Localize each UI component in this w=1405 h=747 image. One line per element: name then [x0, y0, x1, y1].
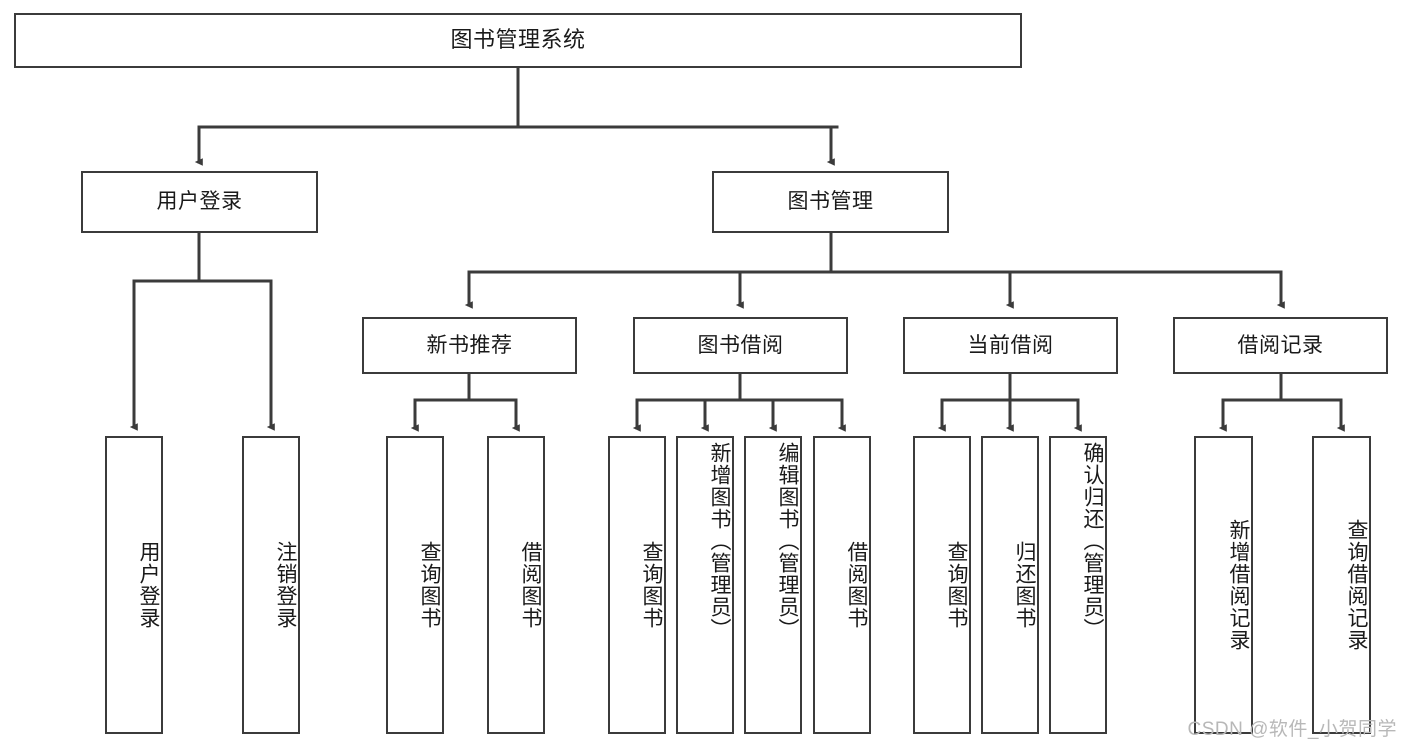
leaf-currentborrow-return-book-label: 归还图书 [1013, 541, 1036, 629]
leaf-bookborrow-edit-book-admin-label: 编辑图书（管理员） [776, 442, 799, 640]
node-new-book-recommend-label: 新书推荐 [426, 333, 513, 357]
node-current-borrow[interactable]: 当前借阅 [903, 317, 1118, 374]
node-book-borrow[interactable]: 图书借阅 [633, 317, 848, 374]
node-root-label: 图书管理系统 [450, 27, 586, 53]
leaf-bookborrow-add-book-admin-label: 新增图书（管理员） [708, 442, 731, 640]
node-book-management-label: 图书管理 [787, 190, 874, 214]
node-book-borrow-label: 图书借阅 [697, 333, 784, 357]
leaf-currentborrow-return-book[interactable]: 归还图书 [981, 436, 1039, 734]
leaf-logout-label: 注销登录 [274, 541, 297, 629]
leaf-user-login-label: 用户登录 [137, 541, 160, 629]
node-user-login[interactable]: 用户登录 [81, 171, 318, 233]
leaf-bookborrow-add-book-admin[interactable]: 新增图书（管理员） [676, 436, 734, 734]
leaf-borrowrecord-add-record[interactable]: 新增借阅记录 [1194, 436, 1253, 734]
node-current-borrow-label: 当前借阅 [967, 333, 1054, 357]
leaf-newbook-query-book[interactable]: 查询图书 [386, 436, 444, 734]
leaf-bookborrow-query-book-label: 查询图书 [640, 541, 663, 629]
leaf-bookborrow-borrow-book[interactable]: 借阅图书 [813, 436, 871, 734]
leaf-currentborrow-confirm-return-admin-label: 确认归还（管理员） [1081, 442, 1104, 640]
node-borrow-record[interactable]: 借阅记录 [1173, 317, 1388, 374]
leaf-bookborrow-edit-book-admin[interactable]: 编辑图书（管理员） [744, 436, 802, 734]
leaf-user-login[interactable]: 用户登录 [105, 436, 163, 734]
node-user-login-label: 用户登录 [156, 190, 243, 214]
node-borrow-record-label: 借阅记录 [1237, 333, 1324, 357]
leaf-borrowrecord-query-record-label: 查询借阅记录 [1345, 519, 1368, 651]
node-root-system[interactable]: 图书管理系统 [14, 13, 1022, 68]
leaf-bookborrow-query-book[interactable]: 查询图书 [608, 436, 666, 734]
leaf-borrowrecord-add-record-label: 新增借阅记录 [1227, 519, 1250, 651]
leaf-currentborrow-confirm-return-admin[interactable]: 确认归还（管理员） [1049, 436, 1107, 734]
leaf-currentborrow-query-book[interactable]: 查询图书 [913, 436, 971, 734]
leaf-logout[interactable]: 注销登录 [242, 436, 300, 734]
leaf-newbook-borrow-book-label: 借阅图书 [519, 541, 542, 629]
leaf-borrowrecord-query-record[interactable]: 查询借阅记录 [1312, 436, 1371, 734]
leaf-currentborrow-query-book-label: 查询图书 [945, 541, 968, 629]
node-book-management[interactable]: 图书管理 [712, 171, 949, 233]
node-new-book-recommend[interactable]: 新书推荐 [362, 317, 577, 374]
leaf-newbook-query-book-label: 查询图书 [418, 541, 441, 629]
csdn-watermark: CSDN @软件_小贺同学 [1187, 719, 1397, 740]
leaf-bookborrow-borrow-book-label: 借阅图书 [845, 541, 868, 629]
leaf-newbook-borrow-book[interactable]: 借阅图书 [487, 436, 545, 734]
